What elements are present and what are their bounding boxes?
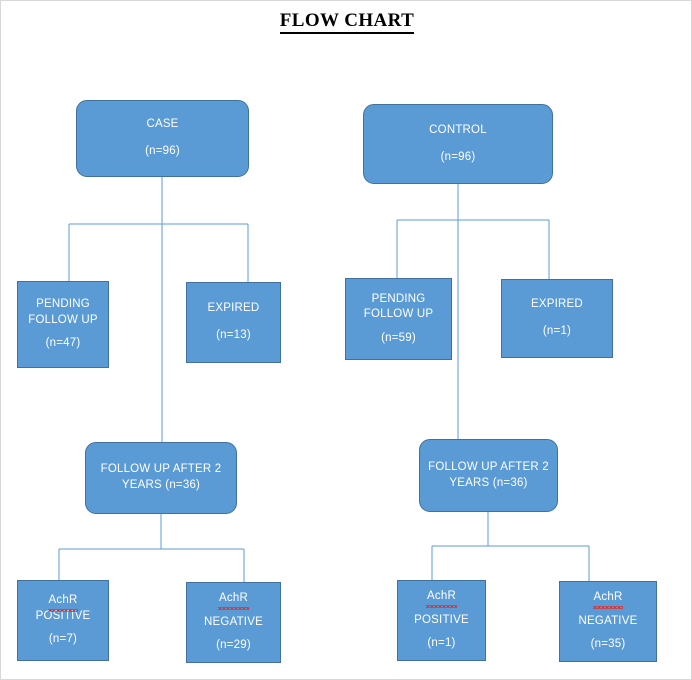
node-control-pending-label-2: FOLLOW UP bbox=[363, 308, 434, 321]
node-control-follow-up-after-2-years[interactable]: FOLLOW UP AFTER 2 YEARS (n=36) bbox=[419, 439, 558, 512]
node-control-achr-positive-label-2: POSITIVE bbox=[414, 613, 469, 626]
node-control-label: CONTROL bbox=[429, 123, 487, 136]
node-case-pending-label-2: FOLLOW UP bbox=[28, 313, 98, 326]
node-case-achr-negative-count: (n=29) bbox=[216, 639, 251, 652]
node-case-pending-follow-up[interactable]: PENDING FOLLOW UP (n=47) bbox=[17, 281, 109, 368]
node-case-achr-positive[interactable]: AchR POSITIVE (n=7) bbox=[17, 580, 109, 661]
node-control-pending-follow-up[interactable]: PENDING FOLLOW UP (n=59) bbox=[345, 278, 452, 360]
node-case-pending-label-1: PENDING bbox=[36, 298, 90, 311]
node-control-achr-positive[interactable]: AchR POSITIVE (n=1) bbox=[397, 580, 486, 661]
node-case-follow-up-after-2-years[interactable]: FOLLOW UP AFTER 2 YEARS (n=36) bbox=[85, 442, 237, 514]
node-control-expired-count: (n=1) bbox=[542, 325, 572, 337]
node-control-pending-label-1: PENDING bbox=[371, 292, 426, 305]
page-title: FLOW CHART bbox=[1, 10, 691, 34]
node-case-achr-positive-label-2: POSITIVE bbox=[35, 609, 91, 622]
node-control-achr-positive-count: (n=1) bbox=[427, 637, 456, 650]
node-control-achr-negative[interactable]: AchR NEGATIVE (n=35) bbox=[559, 581, 657, 662]
node-control-pending-count: (n=59) bbox=[381, 331, 416, 344]
node-case-achr-positive-label-1: AchR bbox=[47, 593, 79, 612]
node-control-achr-positive-label-1: AchR bbox=[426, 589, 457, 608]
node-case-expired[interactable]: EXPIRED (n=13) bbox=[186, 282, 281, 363]
node-control-followup-label-2: YEARS (n=36) bbox=[449, 476, 528, 489]
node-case-count: (n=96) bbox=[145, 145, 180, 157]
node-case-expired-label: EXPIRED bbox=[207, 302, 260, 315]
page-title-text: FLOW CHART bbox=[279, 10, 415, 34]
node-control-achr-negative-label-1: AchR bbox=[592, 590, 624, 609]
node-control-achr-negative-label-2: NEGATIVE bbox=[578, 614, 638, 627]
node-case-followup-label-1: FOLLOW UP AFTER 2 bbox=[100, 463, 222, 476]
node-control-count: (n=96) bbox=[440, 150, 476, 163]
node-control-followup-label-1: FOLLOW UP AFTER 2 bbox=[428, 460, 549, 473]
node-control-achr-negative-count: (n=35) bbox=[590, 638, 626, 651]
node-case-achr-negative-label-2: NEGATIVE bbox=[204, 615, 263, 628]
node-control-expired[interactable]: EXPIRED (n=1) bbox=[501, 279, 613, 358]
node-case-achr-positive-count: (n=7) bbox=[48, 633, 78, 646]
node-control[interactable]: CONTROL (n=96) bbox=[363, 104, 553, 184]
node-case-achr-negative-label-1: AchR bbox=[218, 591, 249, 610]
node-case[interactable]: CASE (n=96) bbox=[76, 100, 249, 177]
node-case-pending-count: (n=47) bbox=[45, 337, 81, 350]
node-case-followup-label-2: YEARS (n=36) bbox=[121, 479, 201, 491]
node-case-label: CASE bbox=[146, 118, 179, 131]
node-control-expired-label: EXPIRED bbox=[531, 298, 583, 311]
node-case-expired-count: (n=13) bbox=[216, 329, 251, 341]
node-case-achr-negative[interactable]: AchR NEGATIVE (n=29) bbox=[186, 582, 281, 663]
